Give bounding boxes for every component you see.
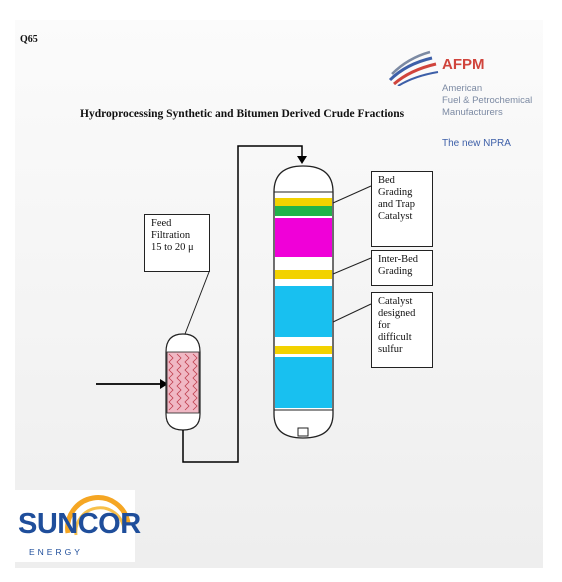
bed-grading-layer <box>275 198 332 206</box>
feed-arrowhead-icon <box>160 379 168 389</box>
catalyst-line-3: for difficult <box>378 320 412 343</box>
catalyst-leader <box>332 303 372 323</box>
lower-grading-layer <box>275 346 332 354</box>
bed-grading-line-3: and Trap <box>378 199 416 210</box>
filter-hatching <box>168 353 198 411</box>
afpm-line-1: American <box>442 83 483 94</box>
bed-grading-label: Bed Grading and Trap Catalyst <box>371 171 433 247</box>
afpm-tagline: The new NPRA <box>442 138 511 149</box>
reactor-inlet-arrow-icon <box>297 156 307 164</box>
trap-catalyst-layer <box>275 206 332 216</box>
feed-filtration-line-1: Feed <box>151 218 172 229</box>
bed-grading-line-1: Bed <box>378 175 395 186</box>
catalyst-line-4: sulfur <box>378 344 403 355</box>
inter-bed-line-1: Inter-Bed <box>378 254 419 265</box>
afpm-swoosh-icon <box>388 50 439 86</box>
inter-bed-grading-layer <box>275 270 332 279</box>
page-id: Q65 <box>20 34 38 45</box>
reactor-vessel <box>273 165 334 439</box>
bed-grading-line-4: Catalyst <box>378 211 413 222</box>
inter-bed-label: Inter-Bed Grading <box>371 250 433 286</box>
feed-filtration-leader <box>184 271 210 335</box>
slide-title: Hydroprocessing Synthetic and Bitumen De… <box>80 108 405 120</box>
reactor-outlet <box>297 427 309 437</box>
feed-filtration-line-3: 15 to 20 μ <box>151 242 194 253</box>
suncor-energy: ENERGY <box>29 547 83 557</box>
inter-bed-line-2: Grading <box>378 266 413 277</box>
lower-cyan-catalyst-bed <box>275 357 332 408</box>
filter-vessel <box>165 333 201 431</box>
suncor-sun-icon <box>65 495 131 536</box>
catalyst-line-2: designed <box>378 308 416 319</box>
catalyst-label: Catalyst designed for difficult sulfur <box>371 292 433 368</box>
upper-cyan-catalyst-bed <box>275 286 332 337</box>
afpm-line-2: Fuel & Petrochemical <box>442 95 533 106</box>
feed-filtration-line-2: Filtration <box>151 230 191 241</box>
catalyst-line-1: Catalyst <box>378 296 413 307</box>
suncor-name: SUNCOR <box>18 508 141 540</box>
afpm-name: AFPM <box>442 56 485 73</box>
bed-grading-line-2: Grading <box>378 187 413 198</box>
bed-grading-leader <box>332 185 372 204</box>
afpm-line-3: Manufacturers <box>442 107 503 118</box>
process-pipe <box>182 145 303 463</box>
magenta-catalyst-bed <box>275 218 332 257</box>
inter-bed-leader <box>332 257 372 275</box>
feed-filtration-label: Feed Filtration 15 to 20 μ <box>144 214 210 272</box>
